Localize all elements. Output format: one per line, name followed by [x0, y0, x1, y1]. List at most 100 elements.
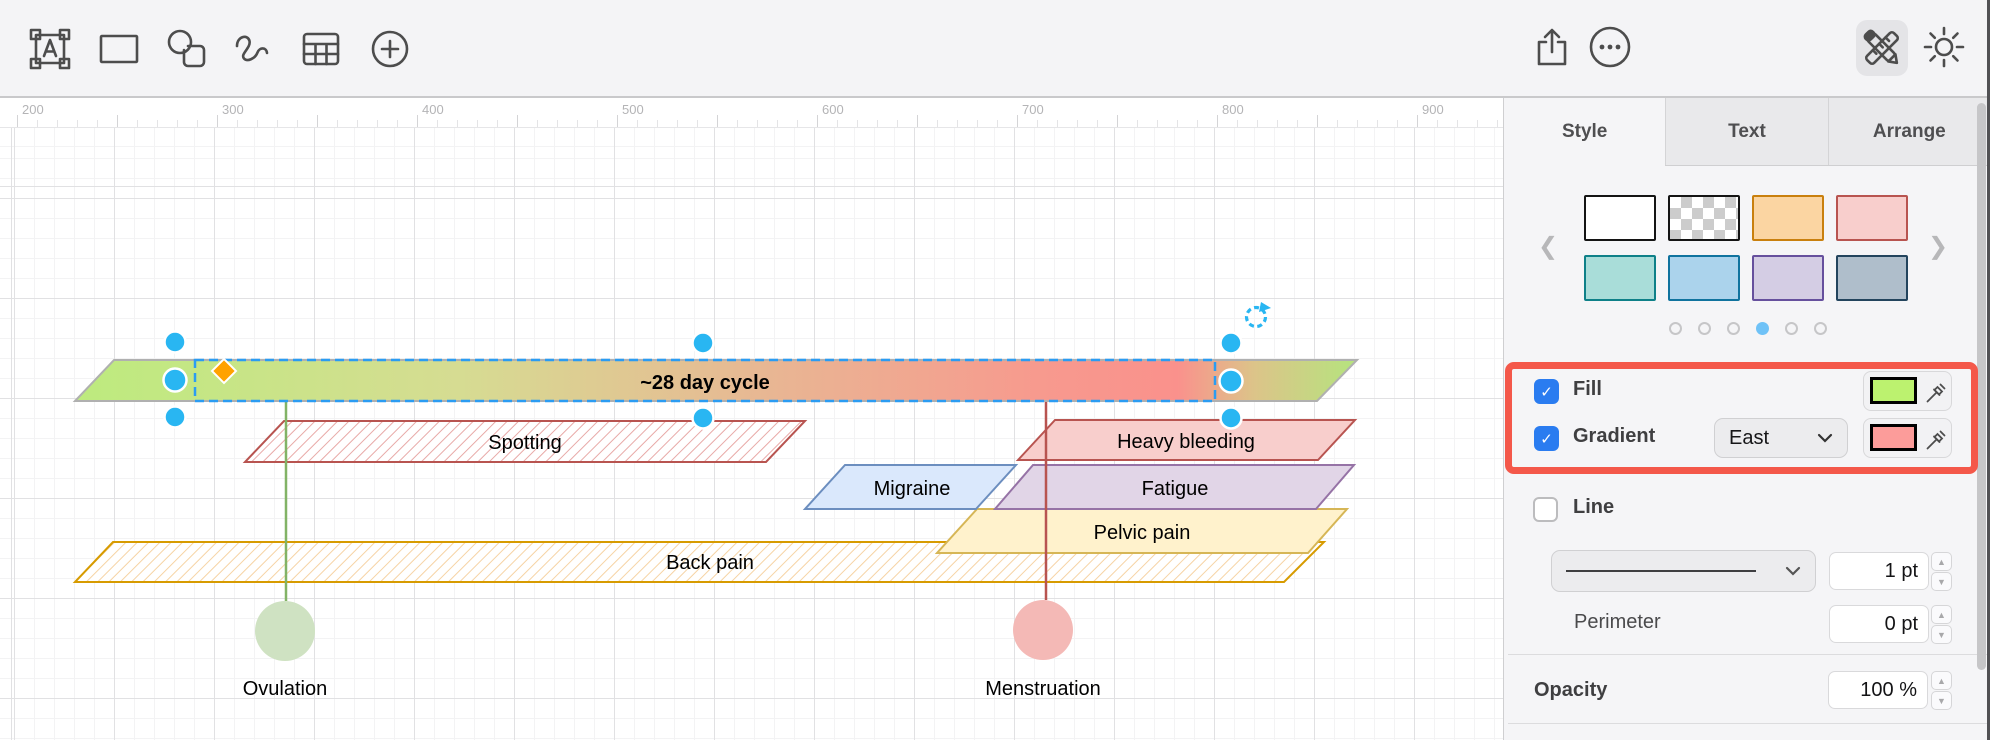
theme-toggle-button[interactable] — [1918, 21, 1970, 73]
opacity-label: Opacity — [1534, 679, 1608, 701]
format-tabs: Style Text Arrange — [1504, 98, 1990, 166]
ovulation-circle[interactable] — [255, 601, 315, 661]
presets-prev-icon[interactable]: ❮ — [1538, 233, 1559, 260]
perimeter-input[interactable]: 0 pt — [1829, 605, 1929, 643]
line-width-up-button[interactable]: ▲ — [1931, 552, 1952, 571]
ruler-label: 600 — [822, 102, 844, 117]
ruler-labels: 200 300 400 500 600 700 800 900 — [17, 102, 1617, 117]
window-edge — [1987, 0, 1990, 740]
resize-handle-bottom-right[interactable] — [1219, 406, 1243, 430]
sun-icon — [1923, 26, 1965, 68]
gradient-eyedropper-icon[interactable] — [1924, 428, 1948, 452]
menstruation-label: Menstruation — [985, 678, 1101, 700]
table-tool-button[interactable] — [295, 23, 347, 75]
style-preset-blue[interactable] — [1668, 255, 1740, 301]
format-pencil-ruler-icon — [1863, 29, 1900, 66]
migraine-label: Migraine — [874, 478, 951, 500]
selection-outline — [193, 358, 1217, 403]
insert-tool-button[interactable] — [364, 23, 416, 75]
gradient-checkbox[interactable]: ✓ — [1534, 426, 1559, 451]
ruler-label: 200 — [22, 102, 44, 117]
opacity-up-button[interactable]: ▲ — [1931, 671, 1952, 690]
opacity-down-button[interactable]: ▼ — [1931, 691, 1952, 710]
spotting-bar[interactable] — [242, 420, 808, 463]
fill-eyedropper-icon[interactable] — [1924, 381, 1948, 405]
section-divider — [1508, 654, 1987, 655]
presets-next-icon[interactable]: ❯ — [1928, 233, 1949, 260]
pager-dot[interactable] — [1668, 322, 1682, 335]
resize-handle-middle-right[interactable] — [1218, 368, 1244, 394]
style-preset-teal[interactable] — [1584, 255, 1656, 301]
spotting-label: Spotting — [488, 432, 561, 454]
pager-dot[interactable] — [1813, 322, 1827, 335]
style-preset-orange[interactable] — [1752, 195, 1824, 241]
pelvic-pain-label: Pelvic pain — [1094, 522, 1191, 544]
resize-handle-top-right[interactable] — [1219, 331, 1243, 355]
fill-label: Fill — [1573, 378, 1602, 400]
line-style-select[interactable] — [1551, 550, 1816, 592]
style-preset-purple[interactable] — [1752, 255, 1824, 301]
fill-checkbox[interactable]: ✓ — [1534, 379, 1559, 404]
gradient-color-swatch[interactable] — [1870, 424, 1917, 451]
gradient-direction-select[interactable]: East — [1714, 418, 1848, 458]
share-button[interactable] — [1526, 21, 1578, 73]
style-presets — [1584, 195, 1908, 301]
line-width-stepper: ▲ ▼ — [1931, 552, 1952, 591]
text-tool-button[interactable] — [24, 23, 76, 75]
rotate-handle[interactable] — [1244, 302, 1272, 329]
gradient-direction-value: East — [1729, 426, 1770, 449]
ruler-label: 700 — [1022, 102, 1044, 117]
perimeter-up-button[interactable]: ▲ — [1931, 605, 1952, 624]
tab-arrange[interactable]: Arrange — [1827, 98, 1990, 165]
ruler-label: 300 — [222, 102, 244, 117]
heavy-bleeding-label: Heavy bleeding — [1117, 431, 1255, 453]
heavy-bleeding-bar[interactable] — [1015, 419, 1358, 461]
gradient-color-button[interactable] — [1863, 418, 1952, 458]
fill-color-button[interactable] — [1863, 371, 1952, 411]
style-preset-red[interactable] — [1836, 195, 1908, 241]
fatigue-bar[interactable] — [992, 464, 1357, 510]
migraine-bar[interactable] — [802, 464, 1019, 510]
pager-dot[interactable] — [1697, 322, 1711, 335]
insert-tool-icon — [371, 30, 409, 68]
line-width-input[interactable]: 1 pt — [1829, 552, 1929, 590]
opacity-stepper: ▲ ▼ — [1931, 671, 1952, 710]
pager-dot[interactable] — [1726, 322, 1740, 335]
panel-scrollbar[interactable] — [1977, 103, 1986, 670]
resize-handle-bottom-center[interactable] — [691, 406, 715, 430]
preset-pager — [1504, 322, 1990, 335]
line-width-down-button[interactable]: ▼ — [1931, 572, 1952, 591]
resize-handle-top-left[interactable] — [163, 330, 187, 354]
fill-color-swatch[interactable] — [1870, 377, 1917, 404]
tab-text[interactable]: Text — [1665, 98, 1828, 165]
ruler-label: 400 — [422, 102, 444, 117]
menstruation-circle[interactable] — [1013, 600, 1073, 660]
more-options-icon — [1589, 26, 1631, 68]
pager-dot-active[interactable] — [1755, 322, 1769, 335]
freehand-tool-button[interactable] — [226, 23, 278, 75]
style-preset-none[interactable] — [1668, 195, 1740, 241]
style-preset-gray[interactable] — [1836, 255, 1908, 301]
perimeter-down-button[interactable]: ▼ — [1931, 625, 1952, 644]
share-icon — [1537, 28, 1567, 66]
resize-handle-middle-left[interactable] — [162, 367, 188, 393]
format-panel: Style Text Arrange ❮ ❯ ✓ Fill — [1503, 98, 1990, 740]
fatigue-label: Fatigue — [1142, 478, 1209, 500]
line-checkbox[interactable] — [1533, 497, 1558, 522]
format-panel-button[interactable] — [1856, 20, 1908, 76]
shape-tool-button[interactable] — [161, 23, 213, 75]
diagram-layer: ~28 day cycle Spotting Heavy bleeding Mi… — [72, 302, 1360, 700]
resize-handle-top-center[interactable] — [691, 331, 715, 355]
ruler-label: 900 — [1422, 102, 1444, 117]
text-tool-icon — [29, 28, 71, 70]
cycle-label: ~28 day cycle — [640, 372, 770, 394]
more-options-button[interactable] — [1584, 21, 1636, 73]
rectangle-tool-button[interactable] — [93, 23, 145, 75]
tab-style[interactable]: Style — [1504, 98, 1666, 166]
opacity-input[interactable]: 100 % — [1828, 671, 1928, 709]
resize-handle-bottom-left[interactable] — [163, 405, 187, 429]
ruler-label: 800 — [1222, 102, 1244, 117]
style-preset-white[interactable] — [1584, 195, 1656, 241]
pager-dot[interactable] — [1784, 322, 1798, 335]
shape-adjust-diamond-handle[interactable] — [210, 357, 238, 385]
